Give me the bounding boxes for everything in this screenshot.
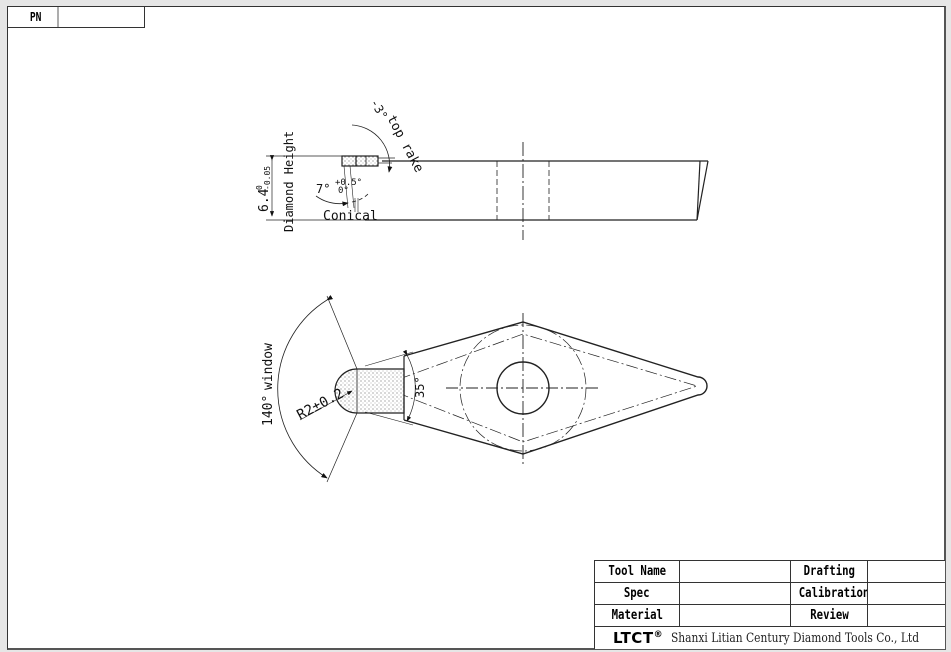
side-end-edge-inner [696,160,701,221]
pn-value [64,7,144,27]
title-row-tool-name: Tool Name Drafting [595,561,945,583]
diamond-height-label: Diamond Height [282,131,296,232]
title-row-material: Material Review [595,605,945,627]
window-line-lower [326,412,358,483]
clearance-tol-upper: +0.5° [335,178,362,188]
company-logo: LTCT® [613,629,664,647]
included-angle: 35° [413,376,427,398]
radius-leader [299,390,353,421]
insert-inner-hidden [379,333,699,443]
review-value [868,605,942,626]
tool-name-value [680,561,791,582]
top-view [277,294,708,483]
title-row-spec: Spec Calibration [595,583,945,605]
window-arc [277,294,334,479]
side-view [266,124,709,240]
height-tol-lower: -0.05 [263,166,272,190]
spec-value [680,583,791,604]
included-angle-arc [402,349,416,422]
calibration-label: Calibration [791,583,868,604]
calibration-value [868,583,942,604]
part-number-box: PN [7,6,145,28]
company-name: Shanxi Litian Century Diamond Tools Co.,… [671,630,920,646]
title-block: Tool Name Drafting Spec Calibration Mate… [594,560,945,649]
top-rake-arc [351,124,393,173]
conical-label: Conical [323,209,378,224]
radius-dimension: R2±0.2 [294,386,346,424]
side-view-labels: -3° top rake 6.4 0 -0.05 Diamond Height … [255,97,426,233]
diamond-tip-side [341,155,379,167]
spec-label: Spec [595,583,680,604]
drafting-value [868,561,942,582]
clearance-arc [315,195,349,207]
insert-outline [403,321,708,455]
material-value [680,605,791,626]
material-label: Material [595,605,680,626]
window-angle: 140° [261,395,276,426]
tool-name-label: Tool Name [595,561,680,582]
drafting-label: Drafting [791,561,868,582]
window-label: window [261,343,276,390]
clearance-angle: 7° [316,182,330,196]
side-end-edge [696,160,709,221]
diamond-tip-top [334,368,405,414]
clearance-tol-lower: 0° [338,186,349,196]
height-dimension: 6.4 [257,188,272,212]
review-label: Review [791,605,868,626]
window-line-upper [326,295,358,370]
pn-label: PN [14,7,59,27]
drawing-sheet [7,6,946,650]
company-footer: LTCT® Shanxi Litian Century Diamond Tool… [595,627,945,649]
height-tol-upper: 0 [255,185,264,190]
